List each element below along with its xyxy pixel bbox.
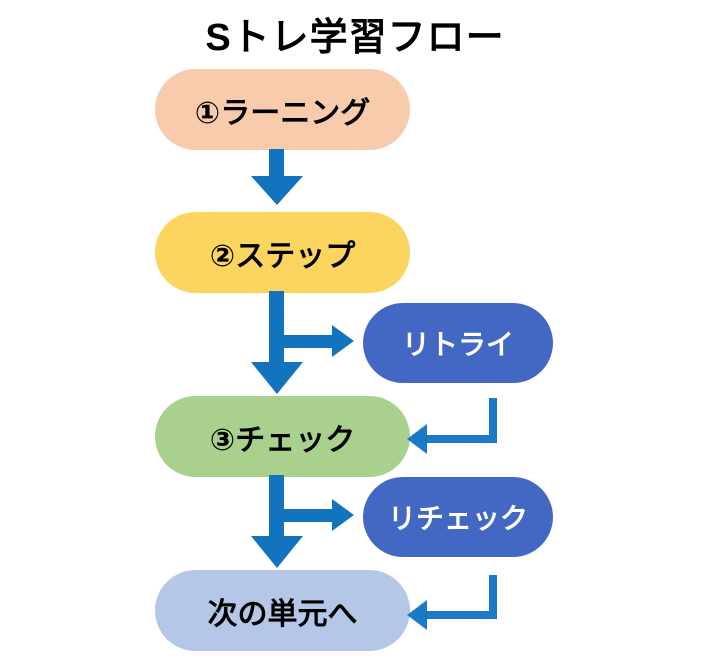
node-recheck: リチェック bbox=[363, 477, 553, 557]
node-retry: リトライ bbox=[363, 303, 553, 383]
arrow-down-icon bbox=[251, 536, 303, 568]
arrow-shaft bbox=[269, 475, 284, 538]
arrow-down-icon bbox=[251, 362, 303, 394]
arrow-left-icon bbox=[407, 600, 427, 630]
arrow-shaft bbox=[284, 335, 332, 348]
node-recheck-label: リチェック bbox=[387, 503, 528, 534]
elbow-horizontal-line bbox=[425, 611, 497, 619]
arrow-down-icon bbox=[251, 176, 303, 205]
arrow-right-icon bbox=[332, 325, 354, 357]
arrow-shaft bbox=[284, 509, 332, 522]
elbow-horizontal-line bbox=[425, 435, 497, 443]
node-step: ②ステップ bbox=[155, 212, 410, 293]
node-learning-label: ①ラーニング bbox=[194, 96, 371, 130]
node-check-label: ③チェック bbox=[209, 423, 356, 457]
node-next-unit: 次の単元へ bbox=[155, 570, 410, 651]
node-learning: ①ラーニング bbox=[155, 69, 410, 150]
elbow-vertical-line bbox=[489, 398, 497, 443]
arrow-right-icon bbox=[332, 499, 354, 531]
arrow-left-icon bbox=[407, 424, 427, 454]
arrow-shaft bbox=[269, 149, 284, 178]
node-next-unit-label: 次の単元へ bbox=[207, 597, 358, 631]
node-step-label: ②ステップ bbox=[209, 239, 356, 273]
arrow-shaft bbox=[269, 291, 284, 364]
elbow-vertical-line bbox=[489, 575, 497, 619]
node-check: ③チェック bbox=[155, 396, 410, 477]
diagram-title: Sトレ学習フロー bbox=[205, 17, 505, 59]
node-retry-label: リトライ bbox=[401, 329, 514, 360]
